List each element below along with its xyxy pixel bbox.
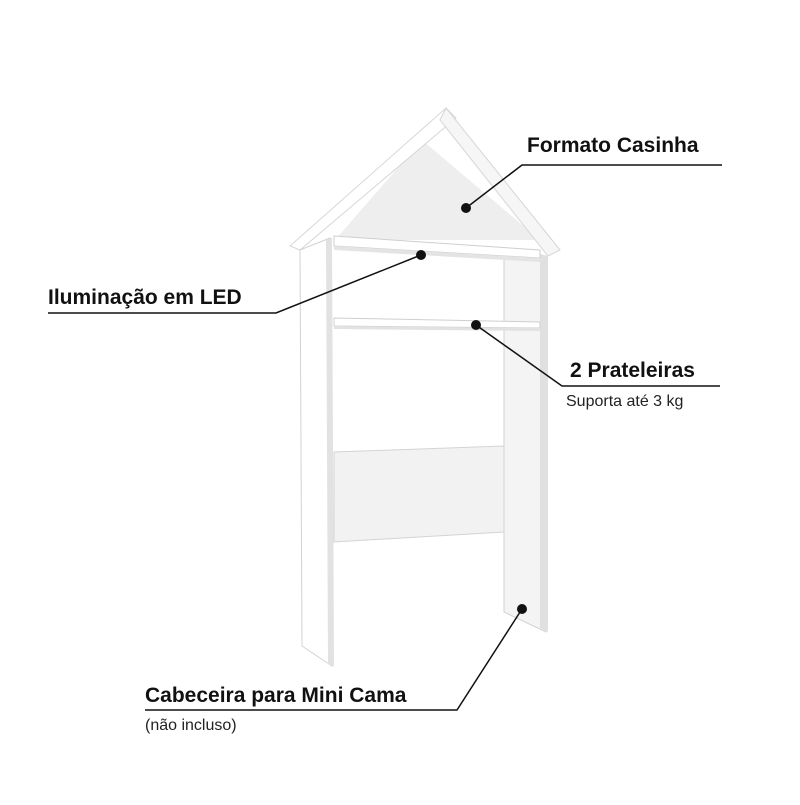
right-side-panel-edge [540, 254, 548, 632]
left-side-panel-edge [326, 238, 334, 666]
right-side-panel [503, 247, 547, 633]
callout-prateleiras-title: 2 Prateleiras [570, 359, 695, 382]
leader-line-formato [465, 164, 722, 209]
leader-line-iluminacao [48, 254, 422, 314]
callout-cabeceira-subtitle: (não incluso) [145, 717, 237, 734]
leader-line-cabeceira [145, 608, 523, 711]
callout-formato-title: Formato Casinha [527, 134, 699, 157]
headboard-panel [333, 445, 505, 543]
leader-line-prateleiras [475, 324, 720, 387]
middle-shelf-front [334, 326, 540, 331]
callout-iluminacao-title: Iluminação em LED [48, 286, 242, 309]
left-side-panel [299, 237, 333, 667]
roof-left-slab [289, 107, 457, 251]
callout-cabeceira-title: Cabeceira para Mini Cama [145, 684, 407, 707]
callout-prateleiras-subtitle: Suporta até 3 kg [566, 393, 684, 410]
roof-inner-panel [335, 140, 540, 240]
top-shelf-front [334, 246, 540, 262]
